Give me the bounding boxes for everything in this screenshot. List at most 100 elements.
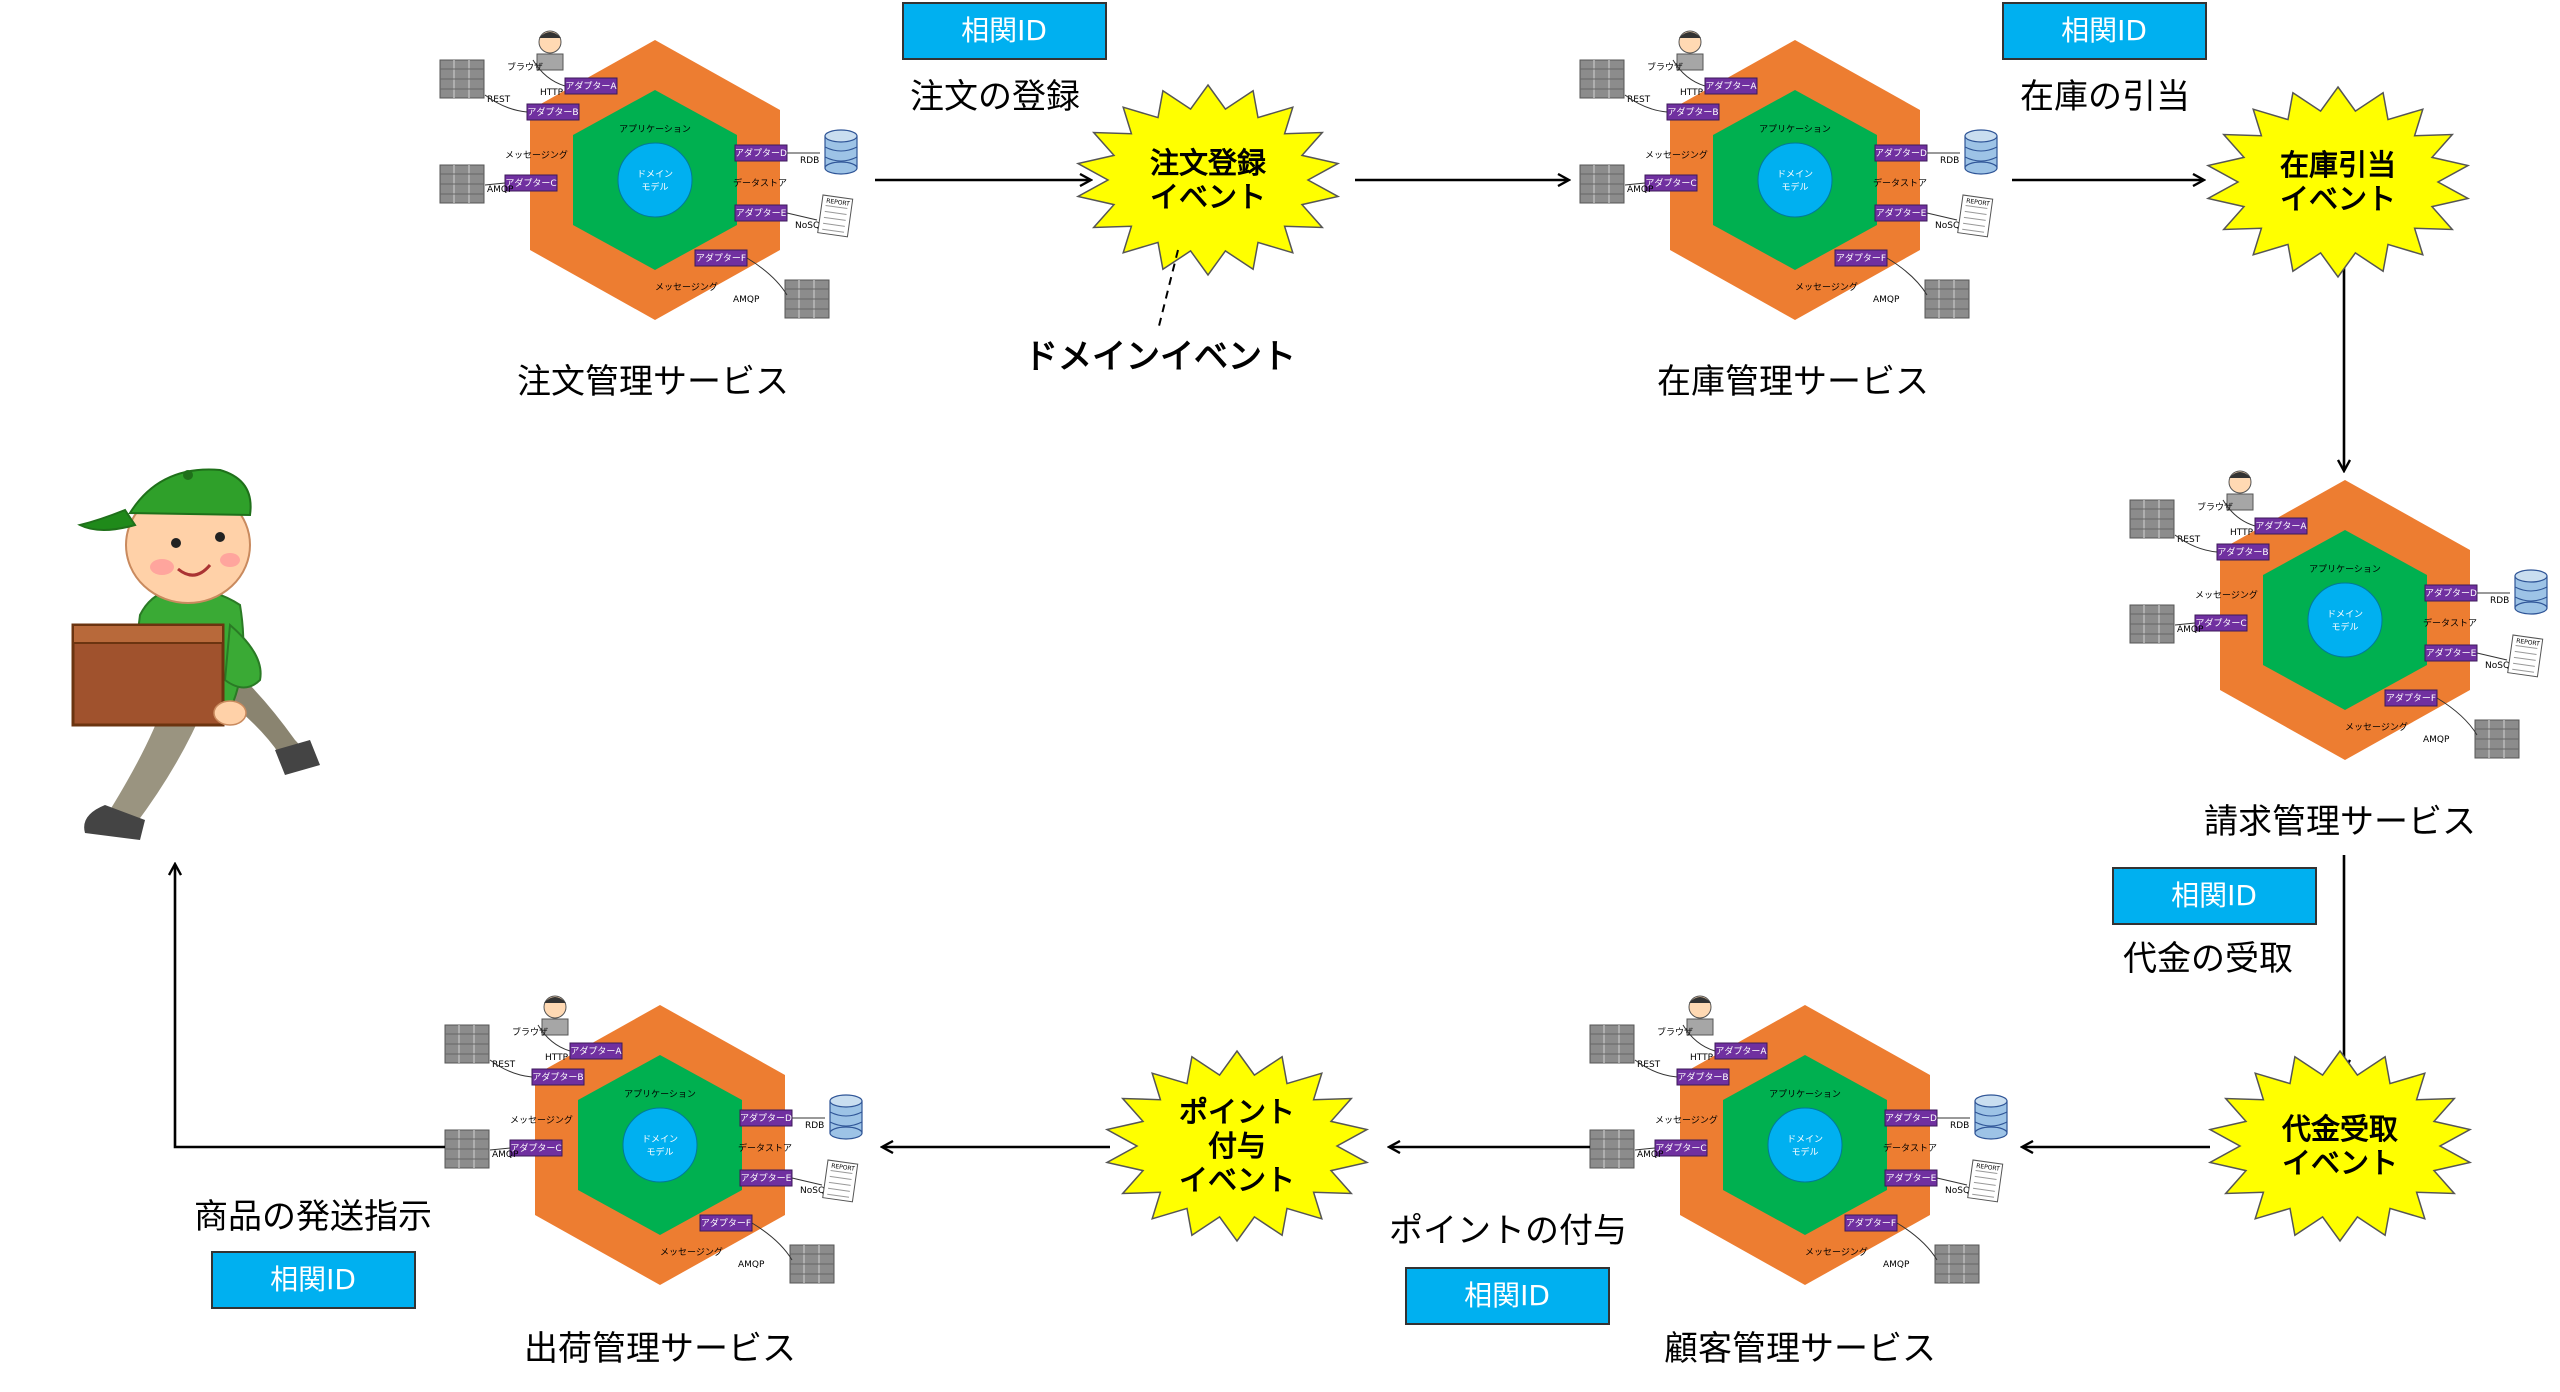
http-label: HTTP	[1680, 88, 1704, 98]
rest-label: REST	[2177, 535, 2201, 545]
server-rack-icon	[1589, 1129, 1635, 1169]
correlation-id-box: 相関ID	[2002, 2, 2207, 60]
server-rack-icon	[444, 1129, 490, 1169]
user-icon	[541, 995, 569, 1036]
report-label: REPORT	[1976, 1163, 2001, 1173]
svg-text:相関ID: 相関ID	[2171, 879, 2257, 912]
amqp-label: AMQP	[2423, 735, 2450, 745]
domain-model-label: ドメイン	[2327, 610, 2363, 620]
database-icon	[2514, 569, 2548, 615]
adapter-label: アダプターE	[1876, 207, 1927, 219]
amqp-label: AMQP	[1873, 295, 1900, 305]
server-rack-icon	[1579, 59, 1625, 99]
messaging-label: メッセージング	[655, 281, 718, 293]
rdb-label: RDB	[800, 156, 819, 166]
rdb-label: RDB	[1940, 156, 1959, 166]
browser-label: ブラウザ	[2197, 501, 2233, 513]
adapter-label: アダプターB	[1677, 1071, 1728, 1083]
domain-model-label: モデル	[646, 1146, 673, 1158]
adapter-label: アダプターB	[1667, 106, 1718, 118]
adapter-label: アダプターA	[1715, 1045, 1767, 1057]
adapter-label: アダプターD	[735, 147, 787, 159]
adapter-label: アダプターA	[570, 1045, 622, 1057]
messaging-label: メッセージング	[505, 149, 568, 161]
nosql-label: NoSQL	[2485, 661, 2515, 671]
amqp-label: AMQP	[733, 295, 760, 305]
adapter-label: アダプターF	[701, 1217, 751, 1229]
connector-line	[1624, 94, 1668, 113]
browser-label: ブラウザ	[512, 1026, 548, 1038]
adapter-label: アダプターC	[1645, 177, 1696, 189]
domain-model-label: モデル	[1781, 181, 1808, 193]
messaging-label: メッセージング	[2195, 589, 2258, 601]
event-burst-shape	[2207, 1049, 2473, 1243]
arrow-shipping-to-delivery	[175, 865, 445, 1149]
report-document-icon: REPORT	[2507, 634, 2544, 678]
browser-label: ブラウザ	[507, 61, 543, 73]
adapter-label: アダプターE	[2426, 647, 2477, 659]
adapter-label: アダプターB	[532, 1071, 583, 1083]
domain-model-circle	[622, 1107, 698, 1183]
event-burst-shape	[1104, 1049, 1370, 1243]
application-label: アプリケーション	[624, 1089, 696, 1100]
inventory-service-label: 在庫管理サービス	[1657, 362, 1929, 402]
event-label: 在庫引当	[2280, 148, 2396, 182]
domain-model-label: ドメイン	[637, 170, 673, 180]
connector-line	[2436, 697, 2478, 736]
nosql-label: NoSQL	[1935, 221, 1965, 231]
server-rack-icon	[2129, 499, 2175, 539]
adapter-label: アダプターE	[1886, 1172, 1937, 1184]
rest-label: REST	[1627, 95, 1651, 105]
svg-text:相関ID: 相関ID	[961, 14, 1047, 47]
event-label: イベント	[2280, 182, 2396, 216]
browser-label: ブラウザ	[1657, 1026, 1693, 1038]
adapter-label: アダプターD	[2425, 587, 2477, 599]
amqp-label: AMQP	[1637, 1150, 1664, 1160]
connector-line	[1634, 1059, 1678, 1078]
adapter-label: アダプターF	[1836, 252, 1886, 264]
shipping-service-label: 出荷管理サービス	[524, 1329, 796, 1369]
event-burst-shape	[1075, 83, 1341, 277]
server-rack-icon	[1579, 164, 1625, 204]
domain-model-label: ドメイン	[1777, 170, 1813, 180]
server-rack-icon	[1924, 279, 1970, 319]
domain-model-label: モデル	[641, 181, 668, 193]
order-service-label: 注文管理サービス	[517, 362, 789, 402]
caption-order-register: 注文の登録	[910, 77, 1080, 117]
datastore-label: データストア	[738, 1142, 792, 1154]
messaging-label: メッセージング	[2345, 721, 2408, 733]
http-label: HTTP	[2230, 528, 2254, 538]
event-burst-shape	[2205, 85, 2471, 279]
connector-line	[489, 1059, 533, 1078]
server-rack-icon	[1934, 1244, 1980, 1284]
report-document-icon: REPORT	[1957, 194, 1994, 238]
domain-model-label: モデル	[2331, 621, 2358, 633]
connector-line	[1886, 257, 1928, 296]
connector-line	[484, 182, 506, 186]
user-icon	[2226, 470, 2254, 511]
report-label: REPORT	[1966, 198, 1991, 208]
amqp-label: AMQP	[1627, 185, 1654, 195]
database-icon	[824, 129, 858, 175]
connector-line	[484, 94, 528, 113]
rest-label: REST	[487, 95, 511, 105]
amqp-label: AMQP	[492, 1150, 519, 1160]
datastore-label: データストア	[1883, 1142, 1937, 1154]
event-label: 代金受取	[2281, 1112, 2398, 1146]
messaging-label: メッセージング	[1655, 1114, 1718, 1126]
adapter-label: アダプターC	[505, 177, 556, 189]
connector-line	[746, 257, 788, 296]
shipping-service-hexagon: ドメインモデルアプリケーションアダプターAアダプターBアダプターCアダプターDア…	[444, 995, 863, 1285]
domain-model-label: ドメイン	[642, 1135, 678, 1145]
rdb-label: RDB	[805, 1121, 824, 1131]
rest-label: REST	[492, 1060, 516, 1070]
connector-line	[1682, 1024, 1716, 1052]
database-icon	[1974, 1094, 2008, 1140]
billing-service-hexagon: ドメインモデルアプリケーションアダプターAアダプターBアダプターCアダプターDア…	[2129, 470, 2548, 760]
correlation-id-box: 相関ID	[211, 1251, 416, 1309]
connector-line	[489, 1147, 511, 1151]
rdb-label: RDB	[2490, 596, 2509, 606]
connector-line	[1896, 1222, 1938, 1261]
caption-payment-receive: 代金の受取	[2123, 939, 2293, 979]
messaging-label: メッセージング	[1795, 281, 1858, 293]
